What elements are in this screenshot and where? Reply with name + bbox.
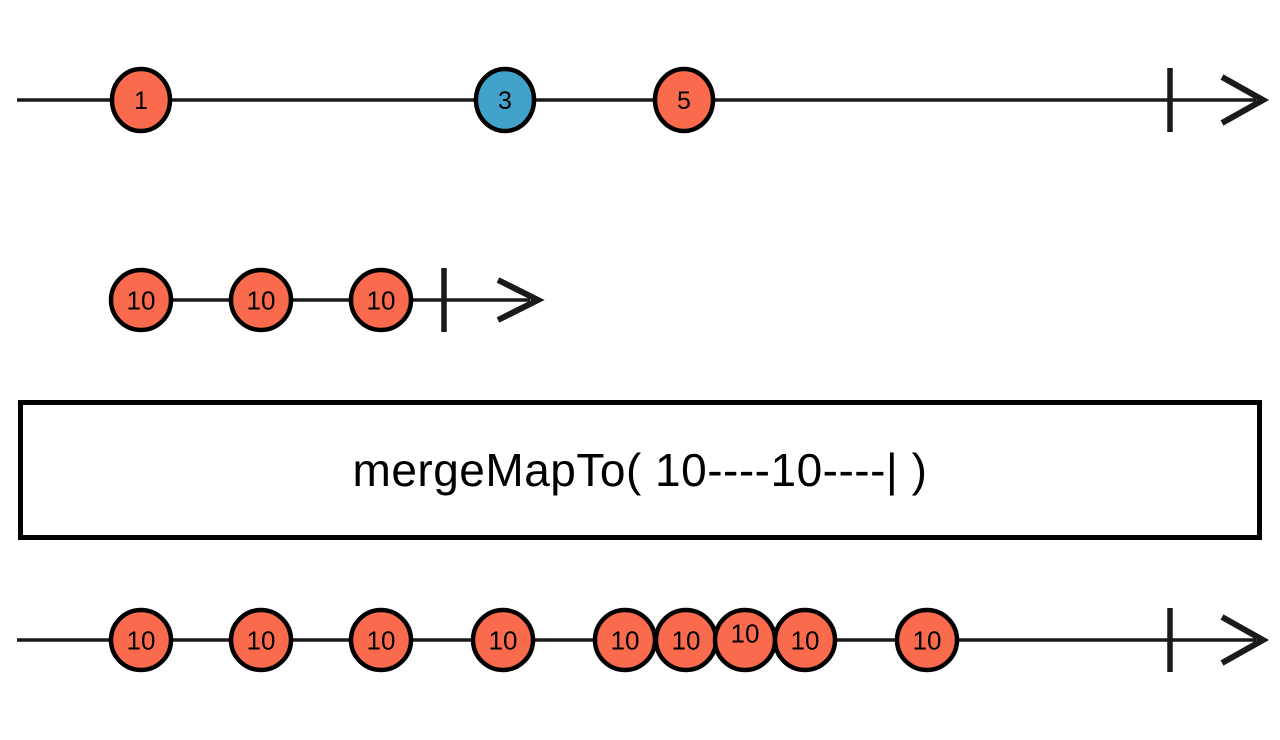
inner-marble-circle (348, 267, 414, 333)
inner-marble-circle (108, 267, 174, 333)
output-marble-value: 10 (611, 625, 640, 655)
inner-arrowhead-icon (496, 277, 545, 323)
output-marble-value: 10 (247, 625, 276, 655)
source-marble-circle (109, 66, 173, 134)
timeline-output: 10 10 10 10 10 10 10 10 10 (17, 607, 1270, 673)
output-marble-value: 10 (672, 625, 701, 655)
output-marble-circle (470, 607, 536, 673)
output-marble-value: 10 (731, 618, 760, 648)
output-marble: 10 (348, 607, 414, 673)
operator-label: mergeMapTo( 10----10----| ) (352, 444, 928, 496)
output-marble-circle (228, 607, 294, 673)
timeline-source: 1 3 5 (17, 66, 1270, 134)
source-marble-value: 5 (677, 87, 691, 115)
source-arrowhead-icon (1220, 74, 1270, 126)
inner-marble-value: 10 (127, 285, 156, 315)
output-marble: 10 (894, 607, 960, 673)
output-arrowhead-icon (1220, 614, 1270, 666)
output-marble-circle (348, 607, 414, 673)
output-marble: 10 (772, 607, 838, 673)
inner-marble: 10 (348, 267, 414, 333)
output-marble: 10 (653, 607, 719, 673)
output-marble-value: 10 (367, 625, 396, 655)
source-marble: 5 (652, 66, 716, 134)
inner-marble: 10 (108, 267, 174, 333)
source-marble-circle (473, 66, 537, 134)
output-marble: 10 (712, 607, 778, 673)
output-marble: 10 (592, 607, 658, 673)
output-marble-circle (108, 607, 174, 673)
inner-marble: 10 (228, 267, 294, 333)
output-marble: 10 (228, 607, 294, 673)
source-marble-circle (652, 66, 716, 134)
operator-box: mergeMapTo( 10----10----| ) (18, 400, 1262, 540)
inner-marble-value: 10 (367, 285, 396, 315)
source-marble: 1 (109, 66, 173, 134)
inner-marble-circle (228, 267, 294, 333)
output-marble-value: 10 (127, 625, 156, 655)
output-marble: 10 (108, 607, 174, 673)
output-marble-value: 10 (913, 625, 942, 655)
source-marble: 3 (473, 66, 537, 134)
output-marble-circle (894, 607, 960, 673)
output-marble: 10 (470, 607, 536, 673)
inner-marble-value: 10 (247, 285, 276, 315)
output-marble-value: 10 (489, 625, 518, 655)
output-marble-circle (772, 607, 838, 673)
output-marble-value: 10 (791, 625, 820, 655)
timeline-inner: 10 10 10 (108, 267, 545, 333)
source-marble-value: 3 (498, 87, 512, 115)
source-marble-value: 1 (134, 87, 148, 115)
